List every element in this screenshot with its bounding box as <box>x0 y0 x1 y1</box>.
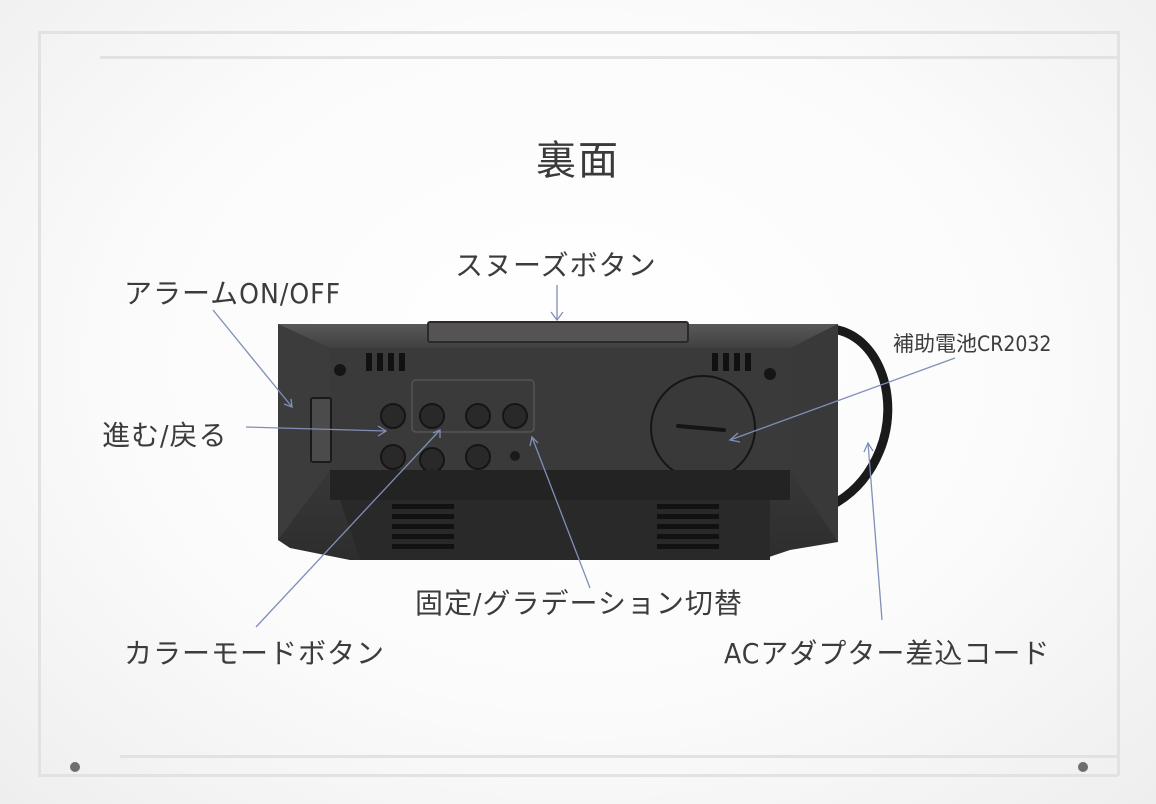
snooze-bar <box>427 321 689 343</box>
frame-top-outer <box>38 31 1120 34</box>
label-snooze-button: スヌーズボタン <box>455 249 657 282</box>
label-forward-back: 進む/戻る <box>102 419 228 452</box>
bullet-dot-right <box>1078 762 1088 772</box>
label-alarm-on-off: アラームON/OFF <box>124 277 342 310</box>
slide-title: 裏面 <box>536 138 620 184</box>
frame-right <box>1117 31 1120 776</box>
label-ac-adapter-cord: ACアダプター差込コード <box>724 637 1051 670</box>
bullet-dot-left <box>70 762 80 772</box>
label-color-mode-button: カラーモードボタン <box>124 637 386 670</box>
frame-bottom-inner <box>120 755 1120 758</box>
label-backup-battery: 補助電池CR2032 <box>893 332 1052 356</box>
frame-left <box>38 31 41 776</box>
frame-bottom-outer <box>38 774 1118 777</box>
label-fixed-gradation-toggle: 固定/グラデーション切替 <box>415 587 743 620</box>
frame-top-inner <box>100 56 1120 59</box>
alarm-switch <box>310 397 332 463</box>
